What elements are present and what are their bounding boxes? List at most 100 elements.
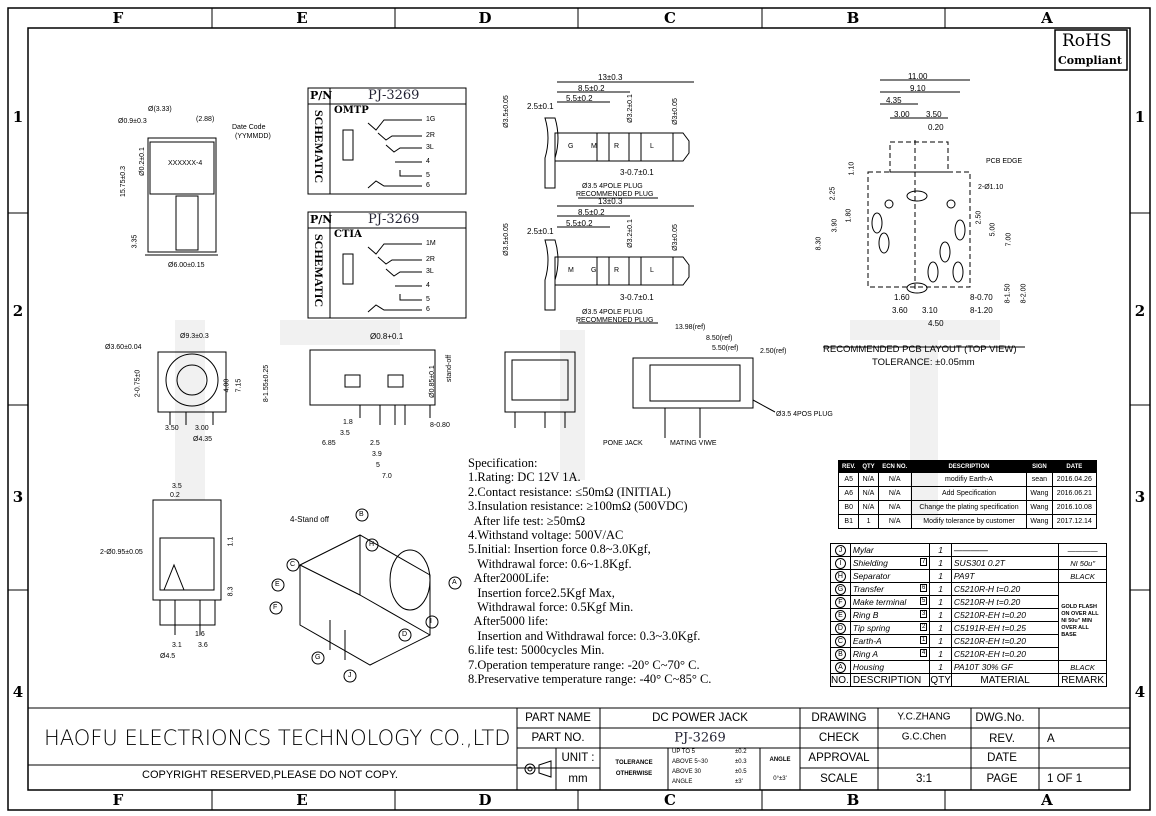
tol-value: ±0.3: [735, 759, 747, 765]
bom-no: E: [830, 608, 851, 622]
dim-label: 1.10: [848, 161, 856, 176]
dim-label: 11.00: [908, 72, 928, 81]
rev-header: DESCRIPTION: [910, 460, 1028, 473]
tol-range: UP TO 5: [672, 749, 696, 755]
dim-label: 8.50(ref): [706, 335, 733, 342]
copyright: COPYRIGHT RESERVED,PLEASE DO NOT COPY.: [142, 769, 398, 781]
rev-header: SIGN: [1026, 460, 1053, 473]
bom-material: C5210R-EH t=0.20: [950, 608, 1060, 622]
dim-label: 1.8: [343, 419, 353, 426]
check-label: CHECK: [818, 732, 860, 744]
callout: A: [452, 579, 457, 586]
pin-label: 4: [426, 282, 430, 289]
plug-segment: R: [614, 267, 620, 274]
bom-desc-text: Transfer: [852, 584, 884, 594]
pin-number-badge: 5: [919, 597, 928, 605]
dim-label: 3.50: [926, 110, 942, 119]
spec-line: 2.Contact resistance: ≤50mΩ (INITIAL): [468, 484, 671, 499]
dim-label: PCB EDGE: [986, 158, 1023, 165]
spec-line: 3.Insulation resistance: ≥100mΩ (500VDC): [468, 499, 688, 514]
pin-number-badge: 4: [919, 649, 928, 657]
item-callout: G: [834, 584, 846, 595]
dim-label: 2.5±0.1: [527, 102, 554, 111]
grid-row-label: 3: [12, 488, 24, 506]
tol-range: ABOVE 30: [672, 769, 702, 775]
dim-label: 1.60: [894, 293, 910, 302]
plug-segment: R: [614, 143, 620, 150]
rev-header: DATE: [1051, 460, 1098, 473]
dim-label: 15.75±0.3: [120, 165, 128, 198]
bom-desc-text: Tip spring: [852, 623, 891, 633]
dim-label: 13.98(ref): [675, 324, 706, 331]
bom-qty: 1: [929, 647, 952, 661]
spec-line: 6.life test: 5000cycles Min.: [468, 643, 605, 658]
part-name: DC POWER JACK: [652, 712, 748, 724]
rev-header: QTY: [858, 460, 879, 473]
watermark: [560, 330, 585, 480]
dim-label: 8-1.55±0.25: [263, 364, 271, 403]
plug-segment: M: [591, 143, 597, 150]
bom-desc-text: Ring A: [852, 649, 879, 659]
item-callout: E: [834, 610, 846, 621]
callout: D: [402, 631, 408, 638]
dim-label: Ø6.00±0.15: [168, 262, 205, 269]
watermark: [280, 320, 400, 345]
dim-label: 2-Ø0.95±0.05: [100, 549, 143, 556]
bom-header-desc: DESCRIPTION: [849, 673, 931, 687]
dim-label: (2.88): [196, 116, 215, 123]
bom-qty: 1: [929, 569, 952, 583]
pin-label: 3L: [426, 144, 434, 151]
callout: J: [348, 672, 352, 679]
dim-label: 8-0.80: [430, 422, 450, 429]
page-label: PAGE: [986, 773, 1018, 785]
grid-col-label: E: [296, 791, 308, 809]
pin-label: 1G: [426, 116, 436, 123]
spec-line: 8.Preservative temperature range: -40° C…: [468, 672, 712, 687]
pin-label: 2R: [426, 256, 435, 263]
revision-cell: N/A: [858, 472, 879, 487]
bom-qty: 1: [929, 621, 952, 635]
bom-material: SUS301 0.2T: [950, 556, 1060, 570]
dim-label: 2.50(ref): [760, 348, 787, 355]
dim-label: 3-0.7±0.1: [620, 168, 654, 177]
dim-label: 2.5±0.1: [527, 227, 554, 236]
spec-line: After5000 life:: [468, 614, 549, 629]
dim-label-offset: 8-1.55±0.25: [243, 365, 270, 402]
part-name-label: PART NAME: [525, 712, 591, 724]
part-number: PJ-3269: [368, 212, 420, 227]
revision-cell: Wang: [1026, 514, 1053, 529]
plug-segment: L: [650, 267, 654, 274]
plug-segment: L: [650, 143, 654, 150]
plug-caption: RECOMMENDED PLUG: [576, 317, 654, 324]
pn-label: P/N: [310, 213, 333, 226]
dim-label: Ø3.5 4POS PLUG: [776, 411, 833, 418]
scale-label: SCALE: [820, 773, 858, 785]
bom-qty: 1: [929, 608, 952, 622]
plug-segment: M: [568, 267, 574, 274]
date-label: DATE: [987, 752, 1017, 764]
grid-row-label: 1: [12, 108, 24, 126]
spec-line: Withdrawal force: 0.5Kgf Min.: [468, 600, 634, 615]
item-callout: B: [834, 649, 846, 660]
standard-label: OMTP: [334, 105, 369, 116]
unit-label: UNIT :: [561, 752, 595, 764]
dim-label: 3.00: [195, 425, 209, 432]
part-no-label: PART NO.: [531, 732, 585, 744]
bom-remark: NI 50u": [1058, 556, 1107, 570]
bom-no: C: [830, 634, 851, 648]
dim-label: Ø3±0.05: [671, 98, 679, 125]
bom-description: Mylar: [849, 543, 931, 557]
plug-segment: G: [568, 143, 574, 150]
dim-label: 8-1.20: [970, 306, 993, 315]
item-callout: H: [834, 571, 846, 582]
dim-label: Ø0.2±0.1: [138, 147, 146, 176]
spec-line: After2000Life:: [468, 571, 550, 586]
grid-col-label: F: [112, 9, 124, 27]
bom-qty: 1: [929, 634, 952, 648]
dim-label: 8.5±0.2: [578, 208, 605, 217]
dim-label: Ø3.5±0.05: [502, 223, 510, 256]
dim-label: 5.00: [989, 222, 997, 237]
bom-no: I: [830, 556, 851, 570]
